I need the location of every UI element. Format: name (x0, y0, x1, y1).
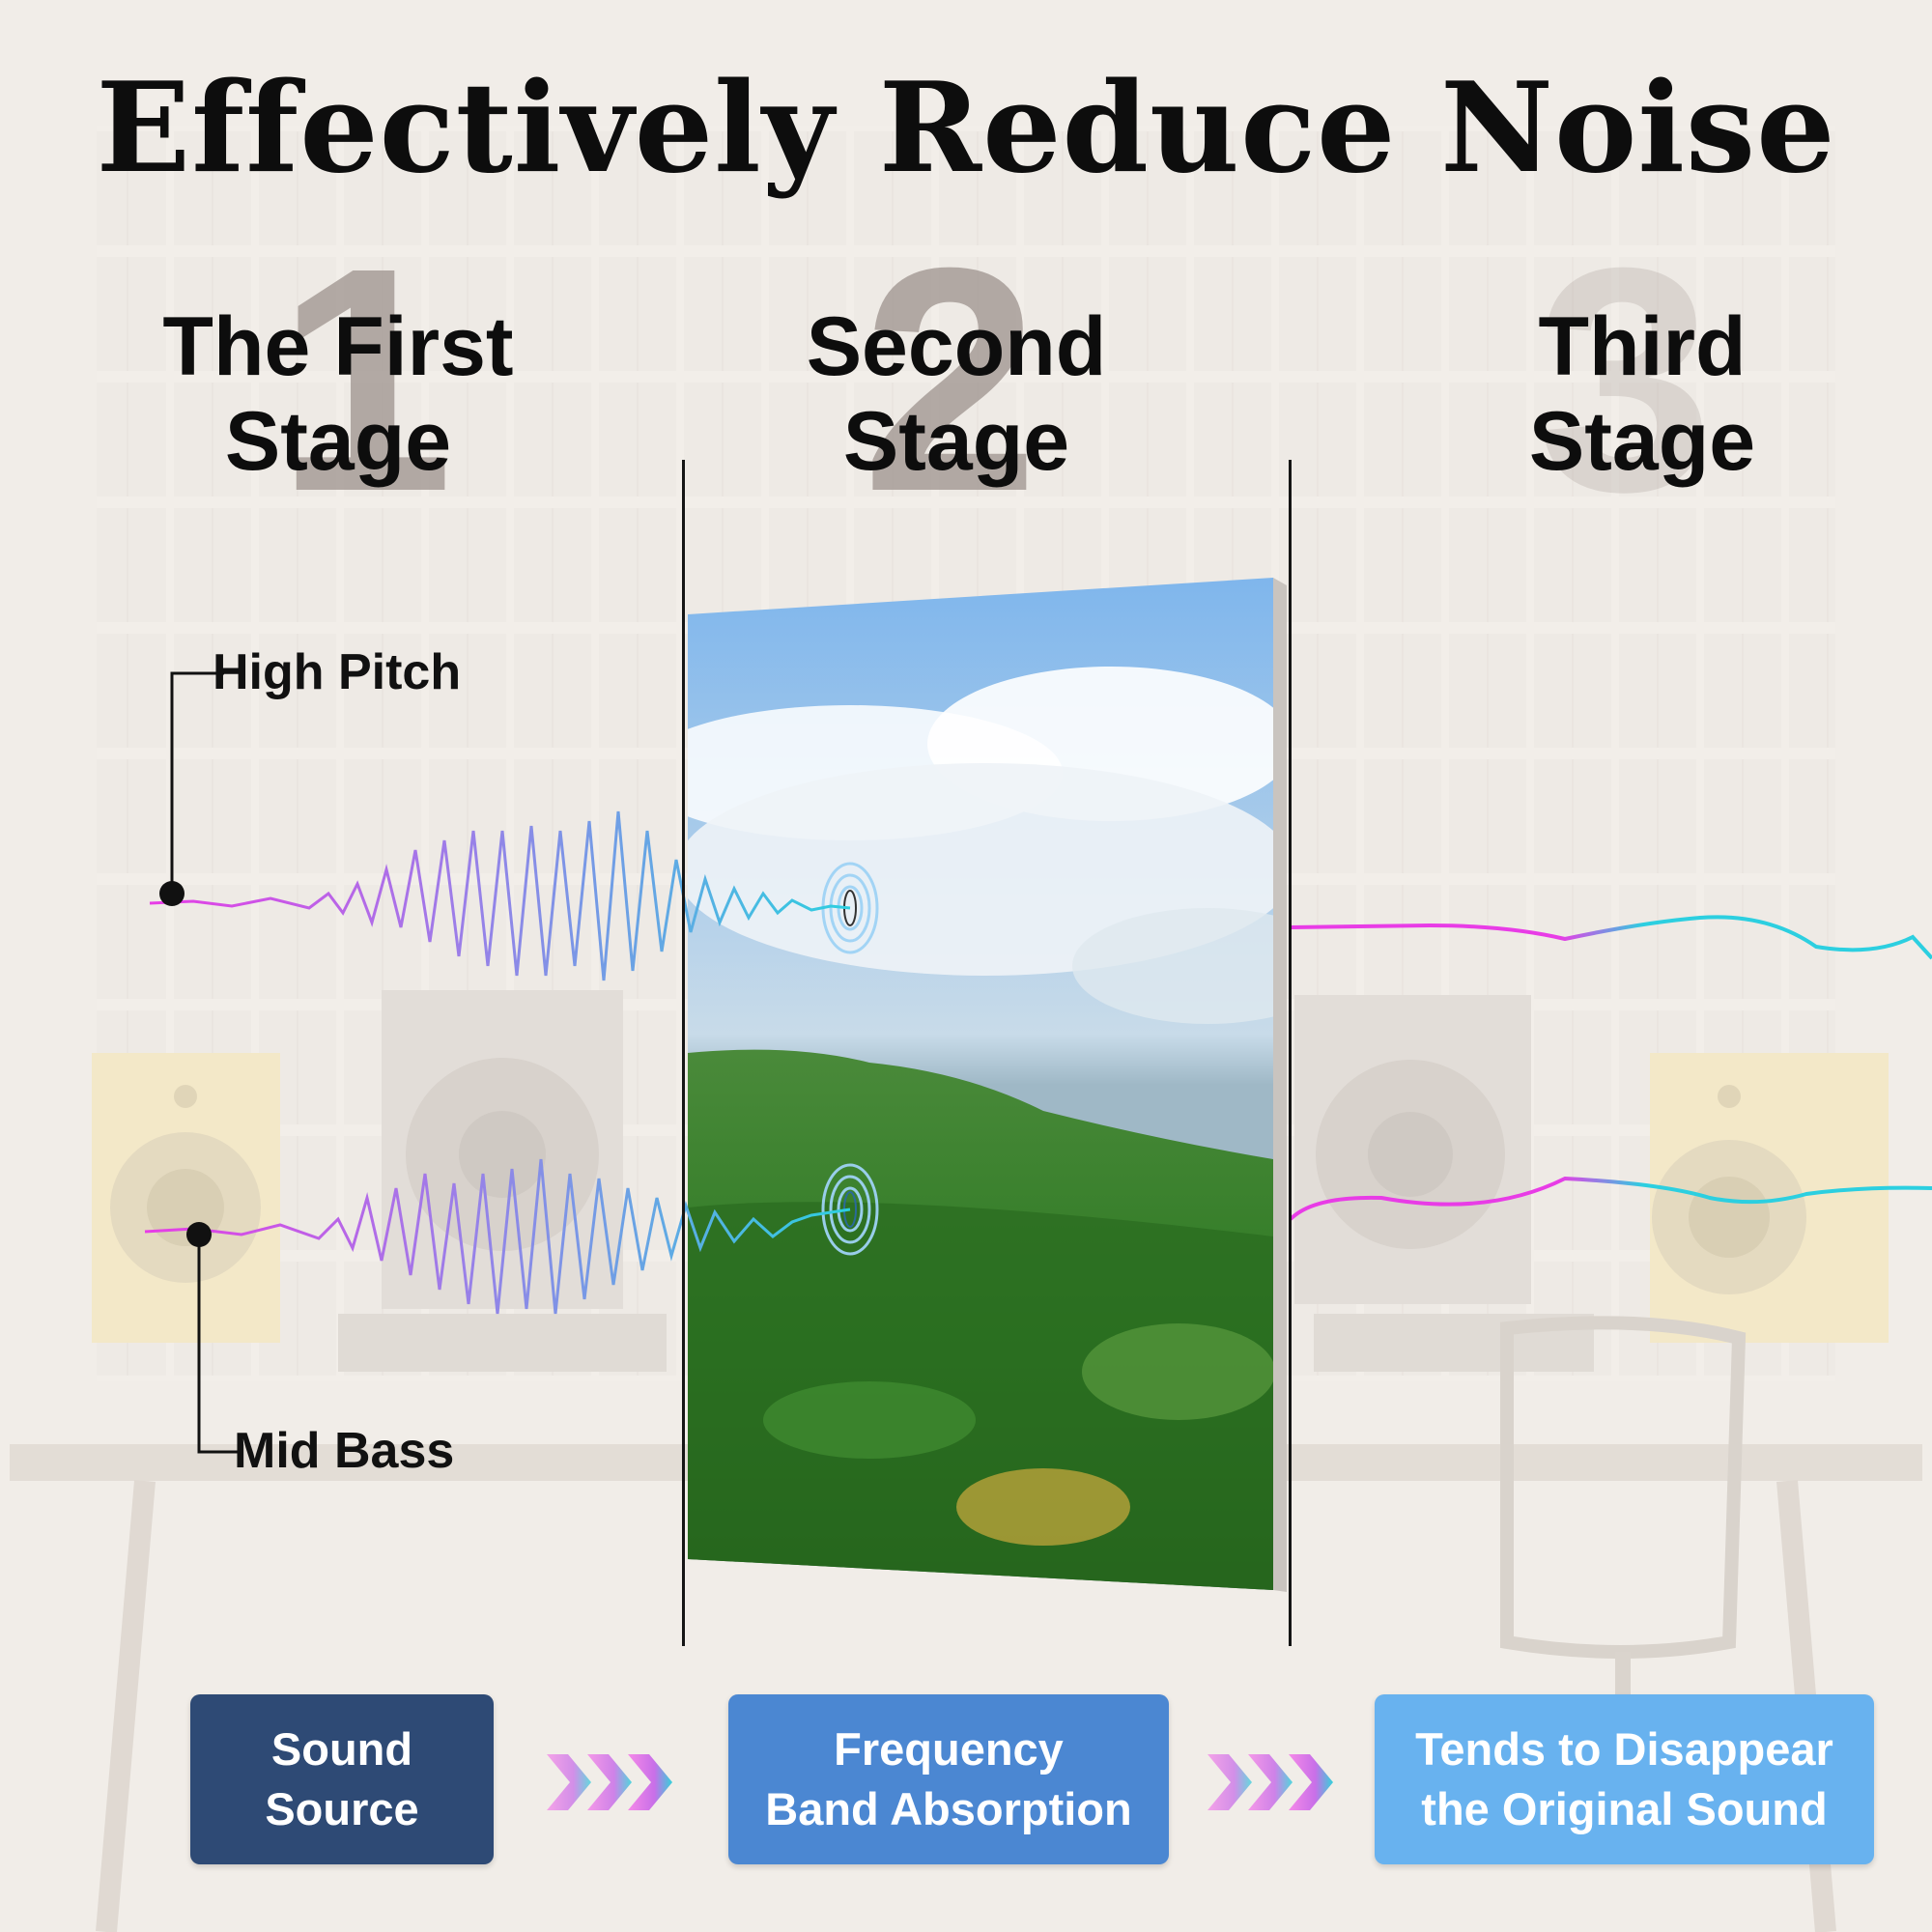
high-output-wave (1290, 915, 1932, 960)
stage-number-2: 2 (862, 201, 1039, 557)
high-pitch-label: High Pitch (213, 644, 462, 700)
stage-number-1: 1 (276, 201, 454, 557)
process-box-frequency-absorption: Frequency Band Absorption (728, 1694, 1169, 1864)
mid-output-wave (1289, 1176, 1932, 1221)
stage-number-3: 3 (1536, 201, 1714, 557)
mid-bass-wave (144, 1158, 851, 1315)
stage-title-1: The First Stage (162, 300, 514, 488)
stage-divider-2 (1289, 460, 1292, 1646)
chevron-arrows-icon (547, 1754, 672, 1810)
stage-title-3: Third Stage (1528, 300, 1756, 488)
process-box-sound-source: Sound Source (190, 1694, 494, 1864)
high-pitch-wave (149, 810, 851, 981)
process-box-disappear: Tends to Disappear the Original Sound (1375, 1694, 1874, 1864)
mid-bass-label: Mid Bass (234, 1423, 455, 1479)
chevron-arrows-icon (1208, 1754, 1333, 1810)
page-title: Effectively Reduce Noise (96, 56, 1836, 201)
stage-title-2: Second Stage (806, 300, 1107, 488)
stage-divider-1 (682, 460, 685, 1646)
